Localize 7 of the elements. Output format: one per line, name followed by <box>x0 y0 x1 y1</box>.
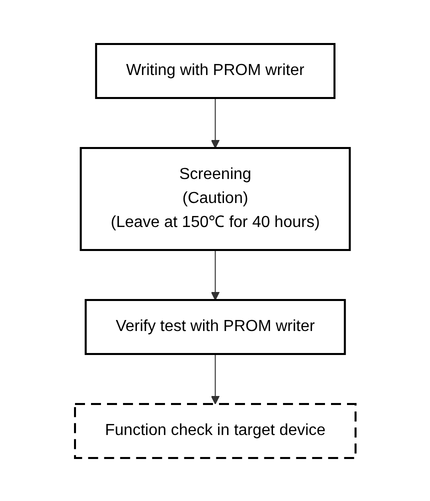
node-box: Verify test with PROM writer <box>84 298 346 354</box>
arrow <box>210 97 220 148</box>
node-box: Writing with PROM writer <box>94 42 336 98</box>
node-box: Screening (Caution) (Leave at 150℃ for 40 hours) <box>80 146 350 250</box>
arrow <box>210 249 220 300</box>
arrow <box>210 353 220 404</box>
node-box: Function check in target device <box>74 402 356 458</box>
